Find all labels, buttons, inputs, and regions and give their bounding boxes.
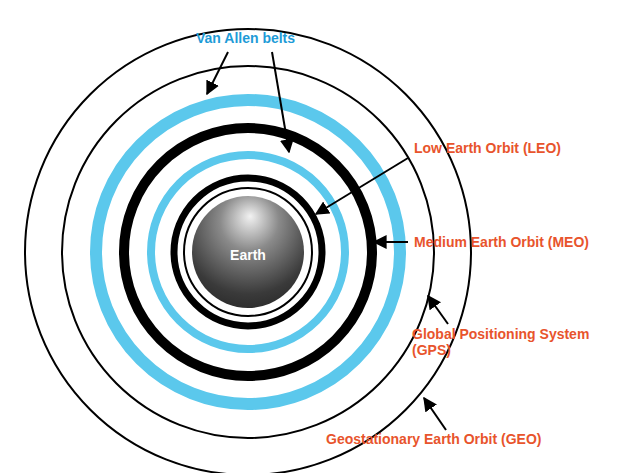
earth-circle <box>192 196 304 308</box>
orbit-label: Geostationary Earth Orbit (GEO) <box>326 431 541 447</box>
belt-label: Van Allen belts <box>196 30 295 46</box>
leo-inner-ring <box>184 188 312 316</box>
leader-arrow <box>207 52 228 94</box>
orbit-label: Global Positioning System (GPS) <box>412 326 612 358</box>
earth-sphere: Earth <box>191 195 305 309</box>
earth-text-holder: Earth <box>191 195 305 309</box>
outer-van-allen-belt <box>96 100 400 404</box>
earth-label: Earth <box>230 247 266 263</box>
leader-arrow <box>374 241 408 243</box>
leader-arrow <box>428 296 448 324</box>
orbit-label: Low Earth Orbit (LEO) <box>414 140 561 156</box>
geo-orbit-ring <box>25 29 471 473</box>
leader-arrow <box>272 52 289 152</box>
leader-arrow <box>424 398 446 430</box>
meo-orbit-ring <box>124 128 372 376</box>
leader-arrow <box>316 158 408 214</box>
leo-orbit-ring <box>174 178 322 326</box>
gps-orbit-ring <box>62 66 434 438</box>
orbit-label: Medium Earth Orbit (MEO) <box>414 234 589 250</box>
inner-van-allen-belt <box>151 155 345 349</box>
